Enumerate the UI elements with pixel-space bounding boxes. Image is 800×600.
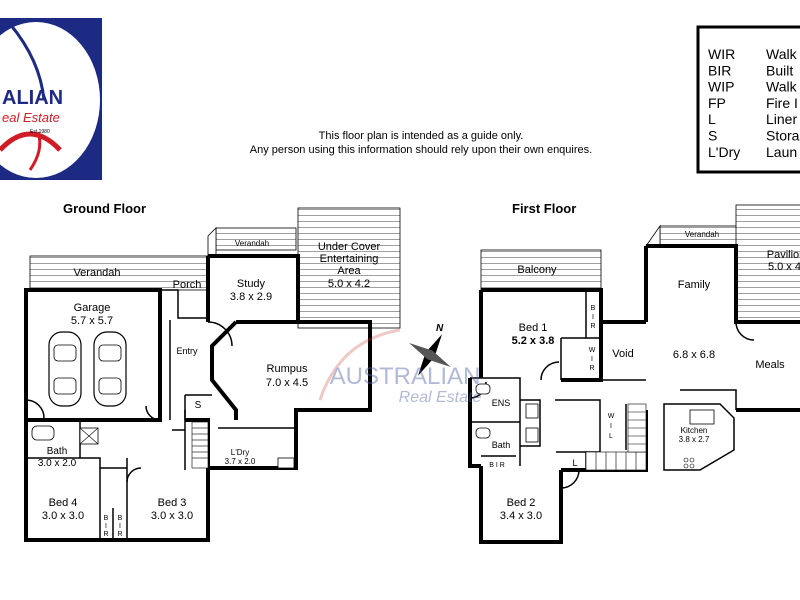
wil-letter: I [610, 423, 612, 430]
legend-abbr: S [708, 128, 717, 144]
balcony-label: Balcony [517, 264, 557, 276]
bath-label: Bath [492, 440, 511, 450]
ground-floor-plan: Ground Floor [24, 201, 401, 542]
bir-letter: R [590, 323, 595, 330]
entertaining-label-3: Area [337, 265, 361, 277]
store-label: S [195, 400, 202, 411]
legend-meaning: Fire I [766, 95, 798, 111]
family-label: Family [678, 279, 711, 291]
porch-label: Porch [173, 279, 202, 291]
wir-letter: W [589, 347, 596, 354]
bed3-label: Bed 3 [158, 497, 187, 509]
ground-floor-title: Ground Floor [63, 201, 146, 216]
laundry-size: 3.7 x 2.0 [225, 457, 256, 466]
wil-letter: W [608, 413, 615, 420]
entertaining-label-2: Entertaining [320, 253, 379, 265]
watermark-line-1: AUSTRALIAN [330, 363, 481, 390]
legend-meaning: Liner [766, 111, 797, 127]
legend-meaning: Laun [766, 144, 797, 160]
bir-letter: R [117, 531, 122, 538]
wil-letter: L [609, 433, 613, 440]
legend-meaning: Built [766, 62, 793, 78]
bir-letter: I [105, 523, 107, 530]
study-label: Study [237, 278, 266, 290]
pavilion-label: Pavilion [767, 249, 800, 261]
study-size: 3.8 x 2.9 [230, 291, 272, 303]
rumpus-size: 7.0 x 4.5 [266, 377, 308, 389]
compass-north: N [436, 323, 444, 334]
bir-label: B I R [489, 462, 505, 469]
legend-abbr: FP [708, 95, 726, 111]
laundry-label: L'Dry [231, 448, 249, 457]
bed4-size: 3.0 x 3.0 [42, 510, 84, 522]
bed4-label: Bed 4 [49, 497, 78, 509]
legend-meaning: Stora [766, 128, 800, 144]
first-floor-title: First Floor [512, 201, 576, 216]
logo-tagline: eal Estate [2, 110, 60, 125]
bir-letter: B [591, 305, 596, 312]
car-icon [48, 331, 82, 407]
notice-line-2: Any person using this information should… [250, 144, 592, 156]
verandah-label: Verandah [73, 267, 120, 279]
bir-letter: B [118, 515, 123, 522]
meals-label: Meals [755, 359, 785, 371]
void-label: Void [612, 348, 633, 360]
garage-size: 5.7 x 5.7 [71, 315, 113, 327]
legend-abbr: WIR [708, 46, 735, 62]
pavilion-size: 5.0 x 4. [768, 261, 800, 273]
bath-label: Bath [47, 446, 68, 457]
first-floor-plan: First Floor [468, 201, 800, 544]
bed1-size: 5.2 x 3.8 [512, 335, 555, 347]
entertaining-size: 5.0 x 4.2 [328, 278, 370, 290]
legend-abbr: WIP [708, 79, 734, 95]
agency-logo: ALIAN eal Estate Est 1980 [0, 18, 102, 180]
abbreviation-legend [696, 25, 800, 174]
car-icon [93, 331, 127, 407]
family-size: 6.8 x 6.8 [673, 349, 715, 361]
wir-letter: R [589, 365, 594, 372]
ens-label: ENS [492, 398, 511, 408]
compass-rose-icon: N [409, 323, 451, 376]
bir-letter: I [592, 314, 594, 321]
entry-label: Entry [176, 346, 198, 356]
kitchen-size: 3.8 x 2.7 [679, 435, 710, 444]
bir-letter: B [104, 515, 109, 522]
verandah-label: Verandah [685, 230, 719, 239]
verandah-small-label: Verandah [235, 239, 269, 248]
watermark: AUSTRALIAN Real Estate [318, 328, 482, 406]
legend-abbr: L [708, 111, 716, 127]
kitchen-label: Kitchen [681, 426, 708, 435]
bed3-size: 3.0 x 3.0 [151, 510, 193, 522]
bed2-label: Bed 2 [507, 497, 536, 509]
legend-abbr: BIR [708, 62, 731, 78]
bir-letter: I [119, 523, 121, 530]
notice-line-1: This floor plan is intended as a guide o… [319, 130, 524, 142]
entertaining-label-1: Under Cover [318, 241, 381, 253]
linen-label: L [572, 458, 577, 468]
rumpus-label: Rumpus [267, 363, 308, 375]
bath-size: 3.0 x 2.0 [38, 458, 77, 469]
legend-meaning: Walk [766, 79, 798, 95]
bed1-label: Bed 1 [519, 322, 548, 334]
logo-word: ALIAN [2, 87, 63, 109]
watermark-line-2: Real Estate [399, 389, 482, 406]
garage-label: Garage [74, 302, 111, 314]
legend-meaning: Walk [766, 46, 798, 62]
wir-letter: I [591, 356, 593, 363]
legend-abbr: L'Dry [708, 144, 740, 160]
bed2-size: 3.4 x 3.0 [500, 510, 542, 522]
logo-est: Est 1980 [30, 129, 50, 135]
bir-letter: R [103, 531, 108, 538]
